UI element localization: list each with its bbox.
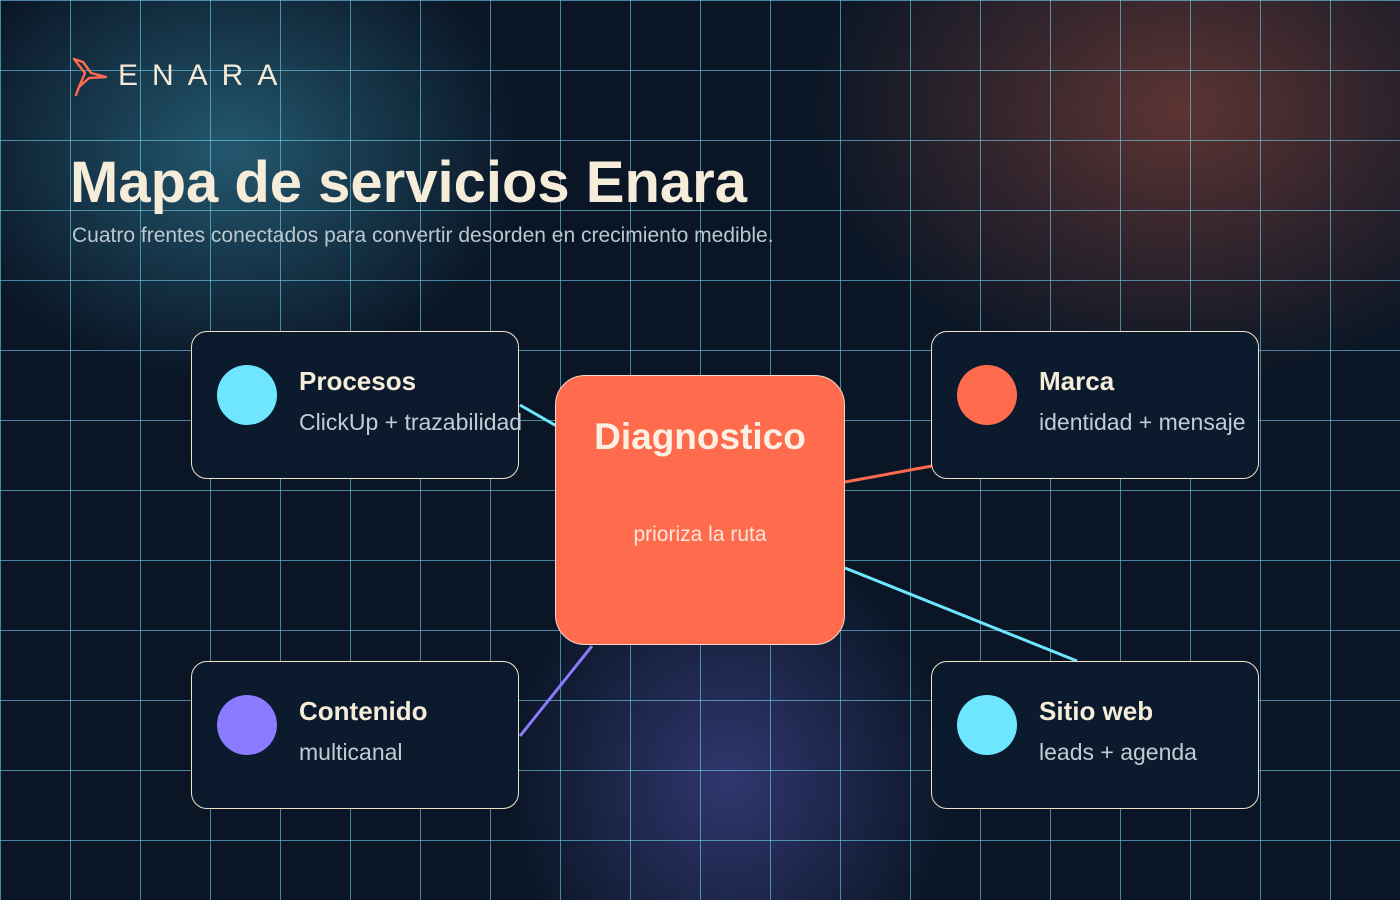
hummingbird-logo-icon bbox=[72, 57, 108, 97]
service-card-contenido: Contenido multicanal bbox=[191, 661, 519, 809]
service-subtitle: ClickUp + trazabilidad bbox=[299, 409, 523, 435]
service-subtitle: leads + agenda bbox=[1039, 739, 1197, 765]
service-title: Marca bbox=[1039, 366, 1115, 396]
service-subtitle: multicanal bbox=[299, 739, 403, 765]
brand-wordmark: ENARA bbox=[118, 59, 292, 92]
hub-diagnostico: Diagnostico prioriza la ruta bbox=[555, 375, 845, 645]
connector-sitio-web bbox=[844, 566, 1078, 663]
service-subtitle: identidad + mensaje bbox=[1039, 409, 1246, 435]
connector-procesos bbox=[519, 403, 561, 430]
service-card-sitio-web: Sitio web leads + agenda bbox=[931, 661, 1259, 809]
service-dot bbox=[957, 365, 1017, 425]
service-card-procesos: Procesos ClickUp + trazabilidad bbox=[191, 331, 523, 479]
service-title: Sitio web bbox=[1039, 696, 1154, 726]
service-title: Contenido bbox=[299, 696, 428, 726]
brand: ENARA bbox=[70, 55, 291, 97]
service-dot bbox=[217, 365, 277, 425]
connector-contenido bbox=[518, 645, 594, 737]
service-title: Procesos bbox=[299, 366, 417, 396]
page-subtitle: Cuatro frentes conectados para convertir… bbox=[72, 224, 774, 247]
hub-title: Diagnostico bbox=[594, 416, 806, 457]
service-dot bbox=[957, 695, 1017, 755]
service-dot bbox=[217, 695, 277, 755]
hub-subtitle: prioriza la ruta bbox=[633, 523, 767, 546]
page-title: Mapa de servicios Enara bbox=[70, 150, 747, 215]
connector-marca bbox=[844, 464, 933, 484]
service-card-marca: Marca identidad + mensaje bbox=[931, 331, 1259, 479]
